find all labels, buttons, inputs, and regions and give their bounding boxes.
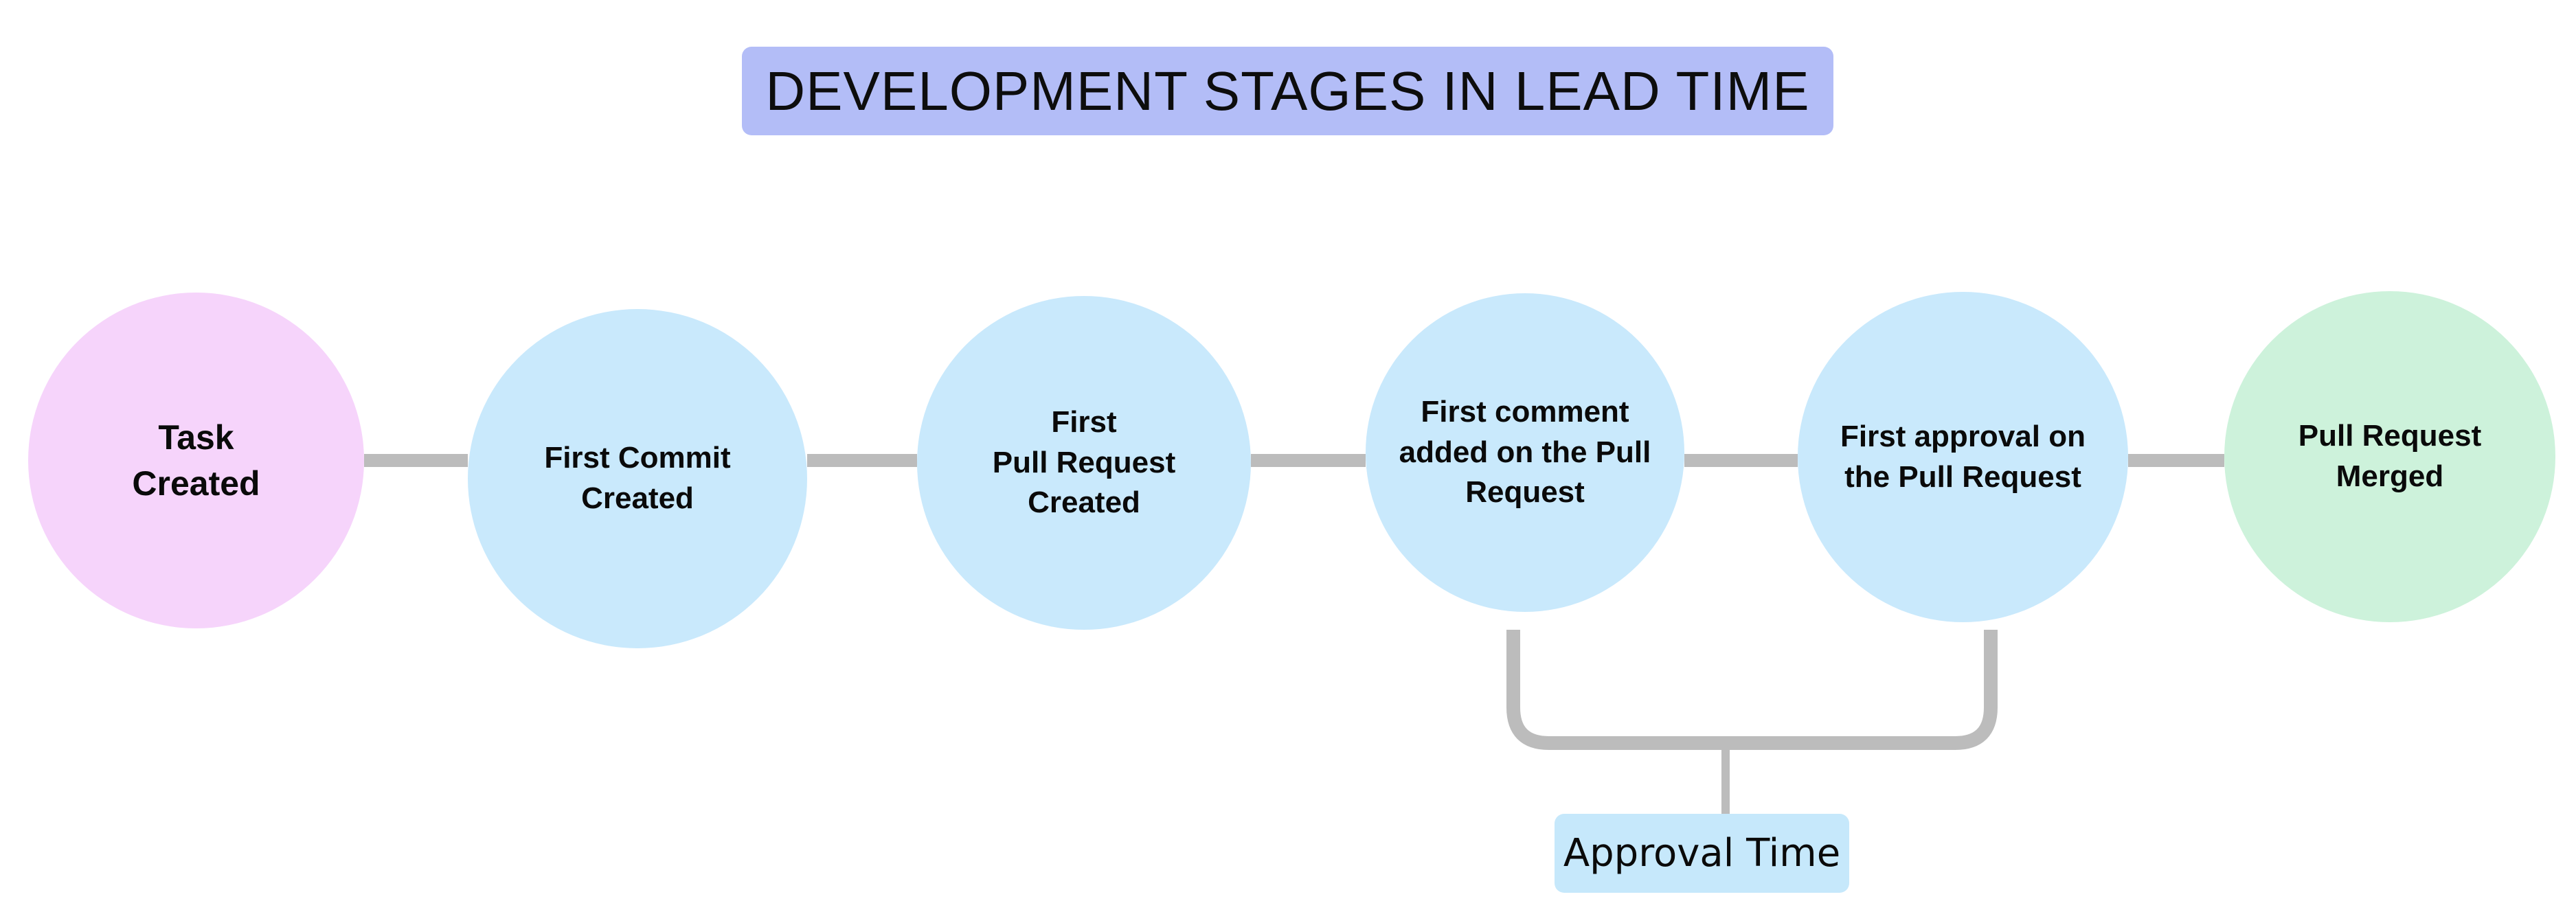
stage-node-pull-request-merged[interactable]: Pull Request Merged [2224, 291, 2555, 622]
diagram-title-banner: DEVELOPMENT STAGES IN LEAD TIME [742, 47, 1833, 135]
connector-4-5 [1684, 454, 1798, 467]
approval-time-label: Approval Time [1563, 830, 1841, 876]
stage-node-first-approval-on-pull-request[interactable]: First approval on the Pull Request [1798, 292, 2128, 622]
connector-1-2 [364, 454, 468, 467]
stage-label-task-created: Task Created [132, 418, 260, 503]
approval-time-callout[interactable]: Approval Time [1555, 814, 1849, 893]
stage-label-pull-request-merged: Pull Request Merged [2298, 419, 2482, 493]
stage-label-first-pull-request-created: First Pull Request Created [992, 404, 1176, 520]
stage-node-first-comment-added-on-pull-request[interactable]: First comment added on the Pull Request [1366, 293, 1684, 612]
stage-label-first-commit-created: First Commit Created [544, 441, 731, 515]
stage-node-first-pull-request-created[interactable]: First Pull Request Created [917, 296, 1251, 630]
stage-label-first-approval-on-pull-request: First approval on the Pull Request [1840, 419, 2086, 494]
connector-3-4 [1251, 454, 1366, 467]
stage-node-task-created[interactable]: Task Created [28, 293, 364, 628]
connector-5-6 [2128, 454, 2224, 467]
stage-label-first-comment-added-on-pull-request: First comment added on the Pull Request [1399, 394, 1651, 510]
stage-node-first-commit-created[interactable]: First Commit Created [468, 309, 807, 648]
page-title: DEVELOPMENT STAGES IN LEAD TIME [765, 60, 1810, 122]
connector-2-3 [807, 454, 917, 467]
